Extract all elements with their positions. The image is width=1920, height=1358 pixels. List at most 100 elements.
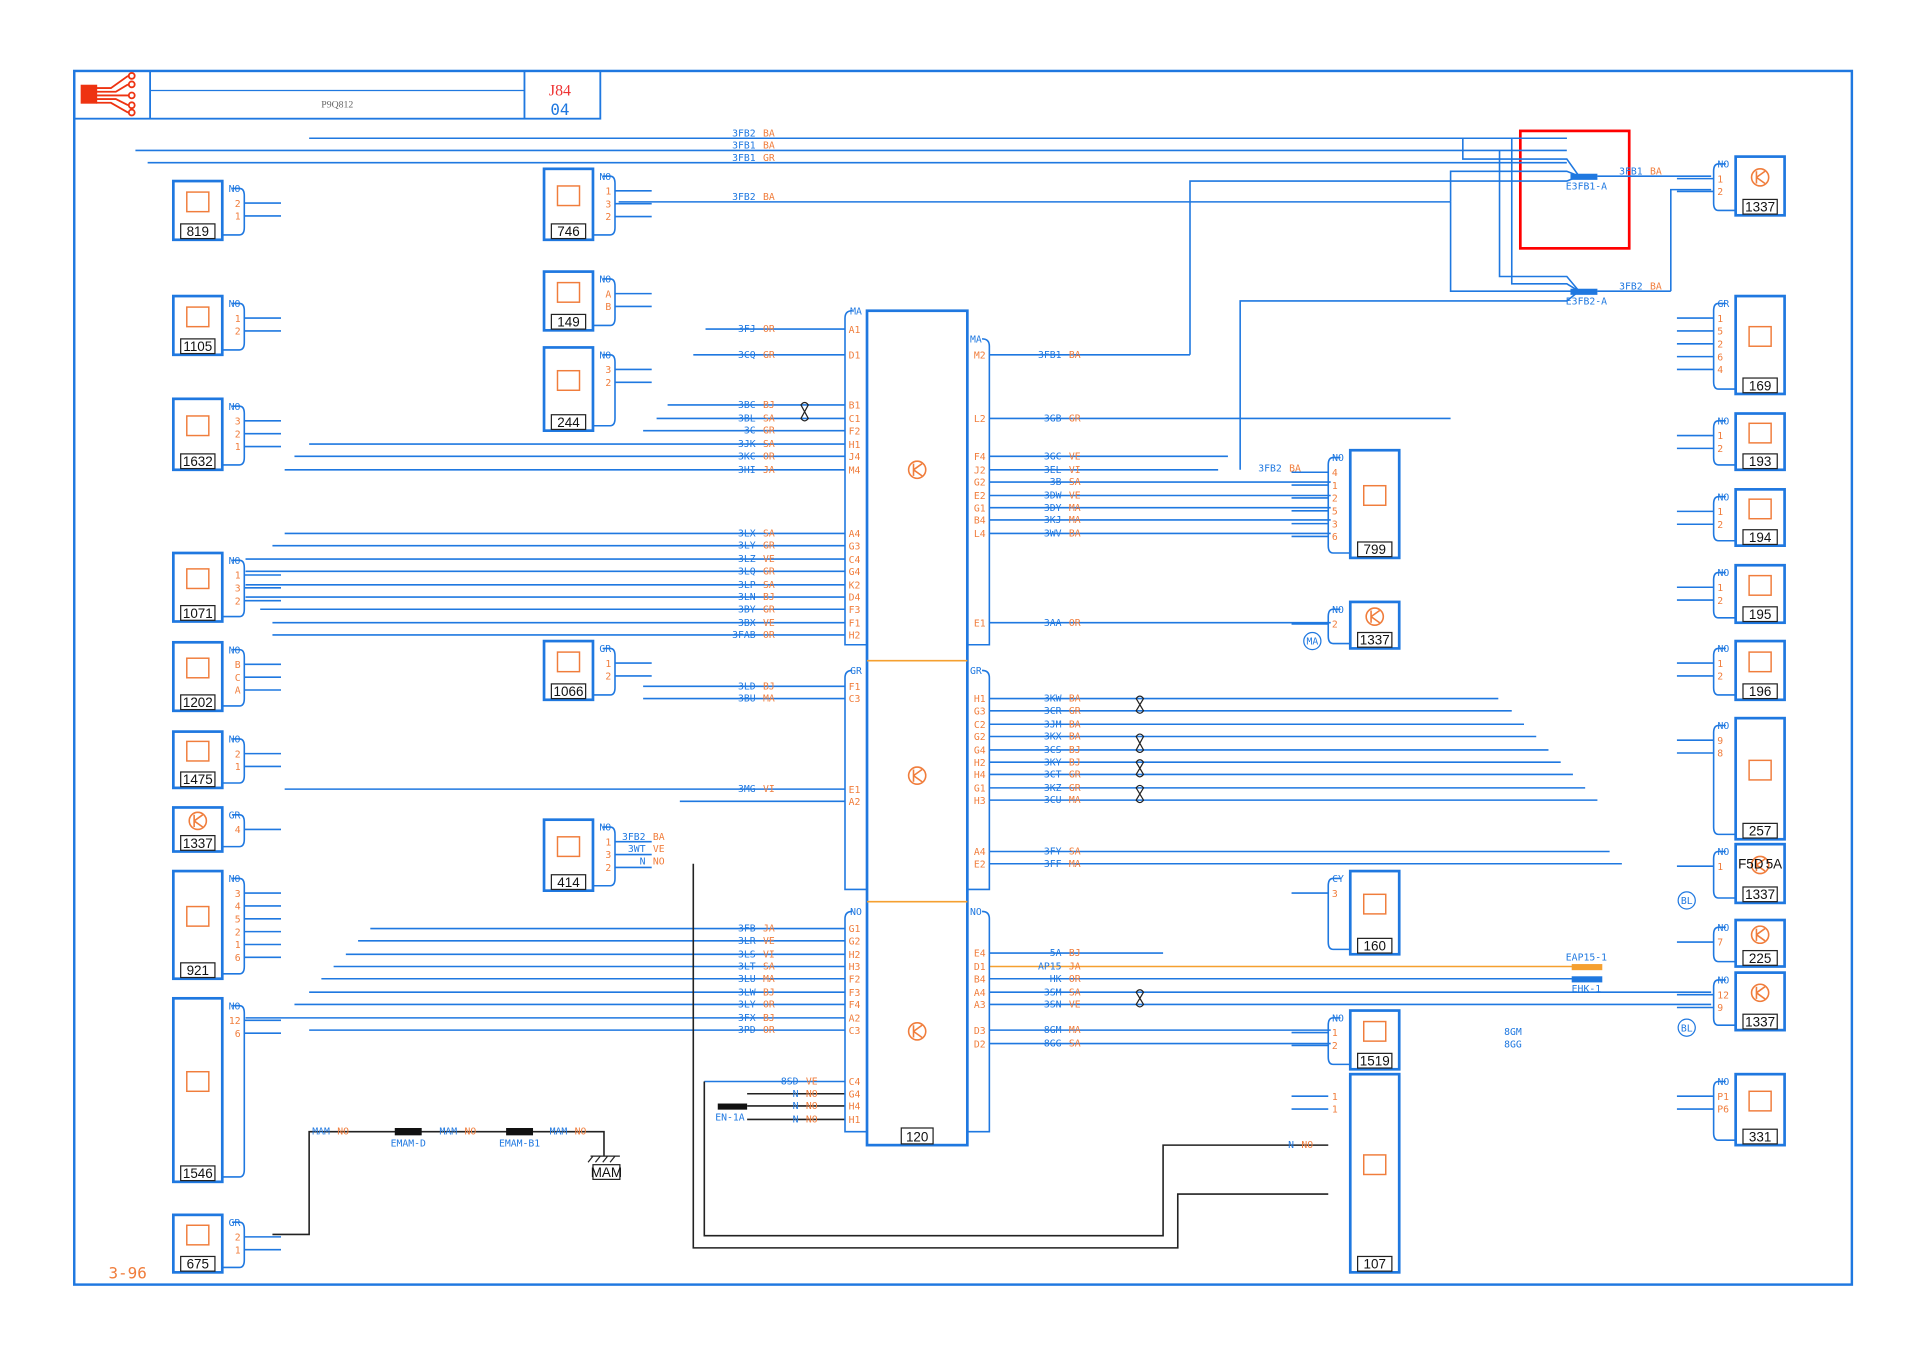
wire-code: N xyxy=(793,1089,799,1100)
wire-color-code: OR xyxy=(1069,618,1081,629)
component-id-box xyxy=(180,1255,216,1272)
wire-color-code: SA xyxy=(1069,847,1081,858)
pin-label: 2 xyxy=(1717,339,1723,350)
pin-label: 3 xyxy=(1332,889,1338,900)
pin-label: 1 xyxy=(605,659,611,670)
connector-color: NO xyxy=(1718,160,1730,171)
connector-color: NO xyxy=(599,275,611,286)
splice-label: E3FB1-A xyxy=(1566,182,1607,193)
component-id-box xyxy=(550,223,587,240)
wire-code: 3LX xyxy=(738,528,756,539)
wire-color-code: MA xyxy=(1069,1025,1081,1036)
computer-icon xyxy=(907,766,927,786)
component-id: 675 xyxy=(187,1257,209,1272)
wire-color-code: NO xyxy=(806,1089,818,1100)
wire-color-code: VI xyxy=(763,949,775,960)
wire-code: 3LP xyxy=(738,580,756,591)
title-block: P9Q812 J84 04 xyxy=(73,70,602,120)
wire-code: 3CR xyxy=(1044,706,1062,717)
wire-color-code: BA xyxy=(1069,694,1081,705)
pin-label: G1 xyxy=(974,503,986,514)
pin-label: 2 xyxy=(235,429,241,440)
wire-color-code: OR xyxy=(1069,974,1081,985)
connector-color: NO xyxy=(1718,492,1730,503)
pin-label: M4 xyxy=(849,465,861,476)
wire-code: 3B xyxy=(1050,477,1062,488)
component-id: 193 xyxy=(1749,454,1771,469)
pin-label: G2 xyxy=(849,936,861,947)
wire-color-code: NO xyxy=(806,1101,818,1112)
pin-label: H1 xyxy=(849,1115,861,1126)
wire-label: N NO xyxy=(793,1089,818,1100)
pin-label: 2 xyxy=(235,199,241,210)
pin-label: 1 xyxy=(235,212,241,223)
component-id: 169 xyxy=(1749,378,1771,393)
icon-glyph xyxy=(1370,609,1381,624)
pin-label: 12 xyxy=(1717,990,1729,1001)
component-id-box xyxy=(1742,683,1778,700)
component-id: 1337 xyxy=(1745,1014,1775,1029)
splice-emam-d xyxy=(394,1127,422,1136)
pin-label: 1 xyxy=(235,571,241,582)
pin-label: 8 xyxy=(1717,749,1723,760)
component-symbol-icon xyxy=(186,740,210,762)
wire-color-code: GR xyxy=(763,566,775,577)
pin-label: K2 xyxy=(849,580,861,591)
pin-label: 4 xyxy=(1717,365,1723,376)
connector-bracket xyxy=(1712,850,1736,899)
component-symbol-icon xyxy=(556,836,581,858)
component-id: 331 xyxy=(1749,1129,1771,1144)
pin-label: 2 xyxy=(605,672,611,683)
component-id: 819 xyxy=(187,224,209,239)
component-id: 1519 xyxy=(1360,1054,1390,1069)
wire-code: MAM xyxy=(312,1127,330,1138)
ground-label-box xyxy=(592,1164,621,1180)
pin-label: 1 xyxy=(235,442,241,453)
component-id: 1337 xyxy=(1745,200,1775,215)
component-symbol-icon xyxy=(186,568,210,590)
pin-label: 2 xyxy=(605,863,611,874)
wire-code: 3FX xyxy=(738,1013,756,1024)
icon-circle xyxy=(907,766,927,786)
pin-label: 9 xyxy=(1717,1003,1723,1014)
pin-label: G1 xyxy=(849,924,861,935)
pin-label: H2 xyxy=(974,758,986,769)
pin-label: B4 xyxy=(974,974,986,985)
wire-code: N xyxy=(640,856,646,867)
connector-bracket xyxy=(222,302,246,351)
